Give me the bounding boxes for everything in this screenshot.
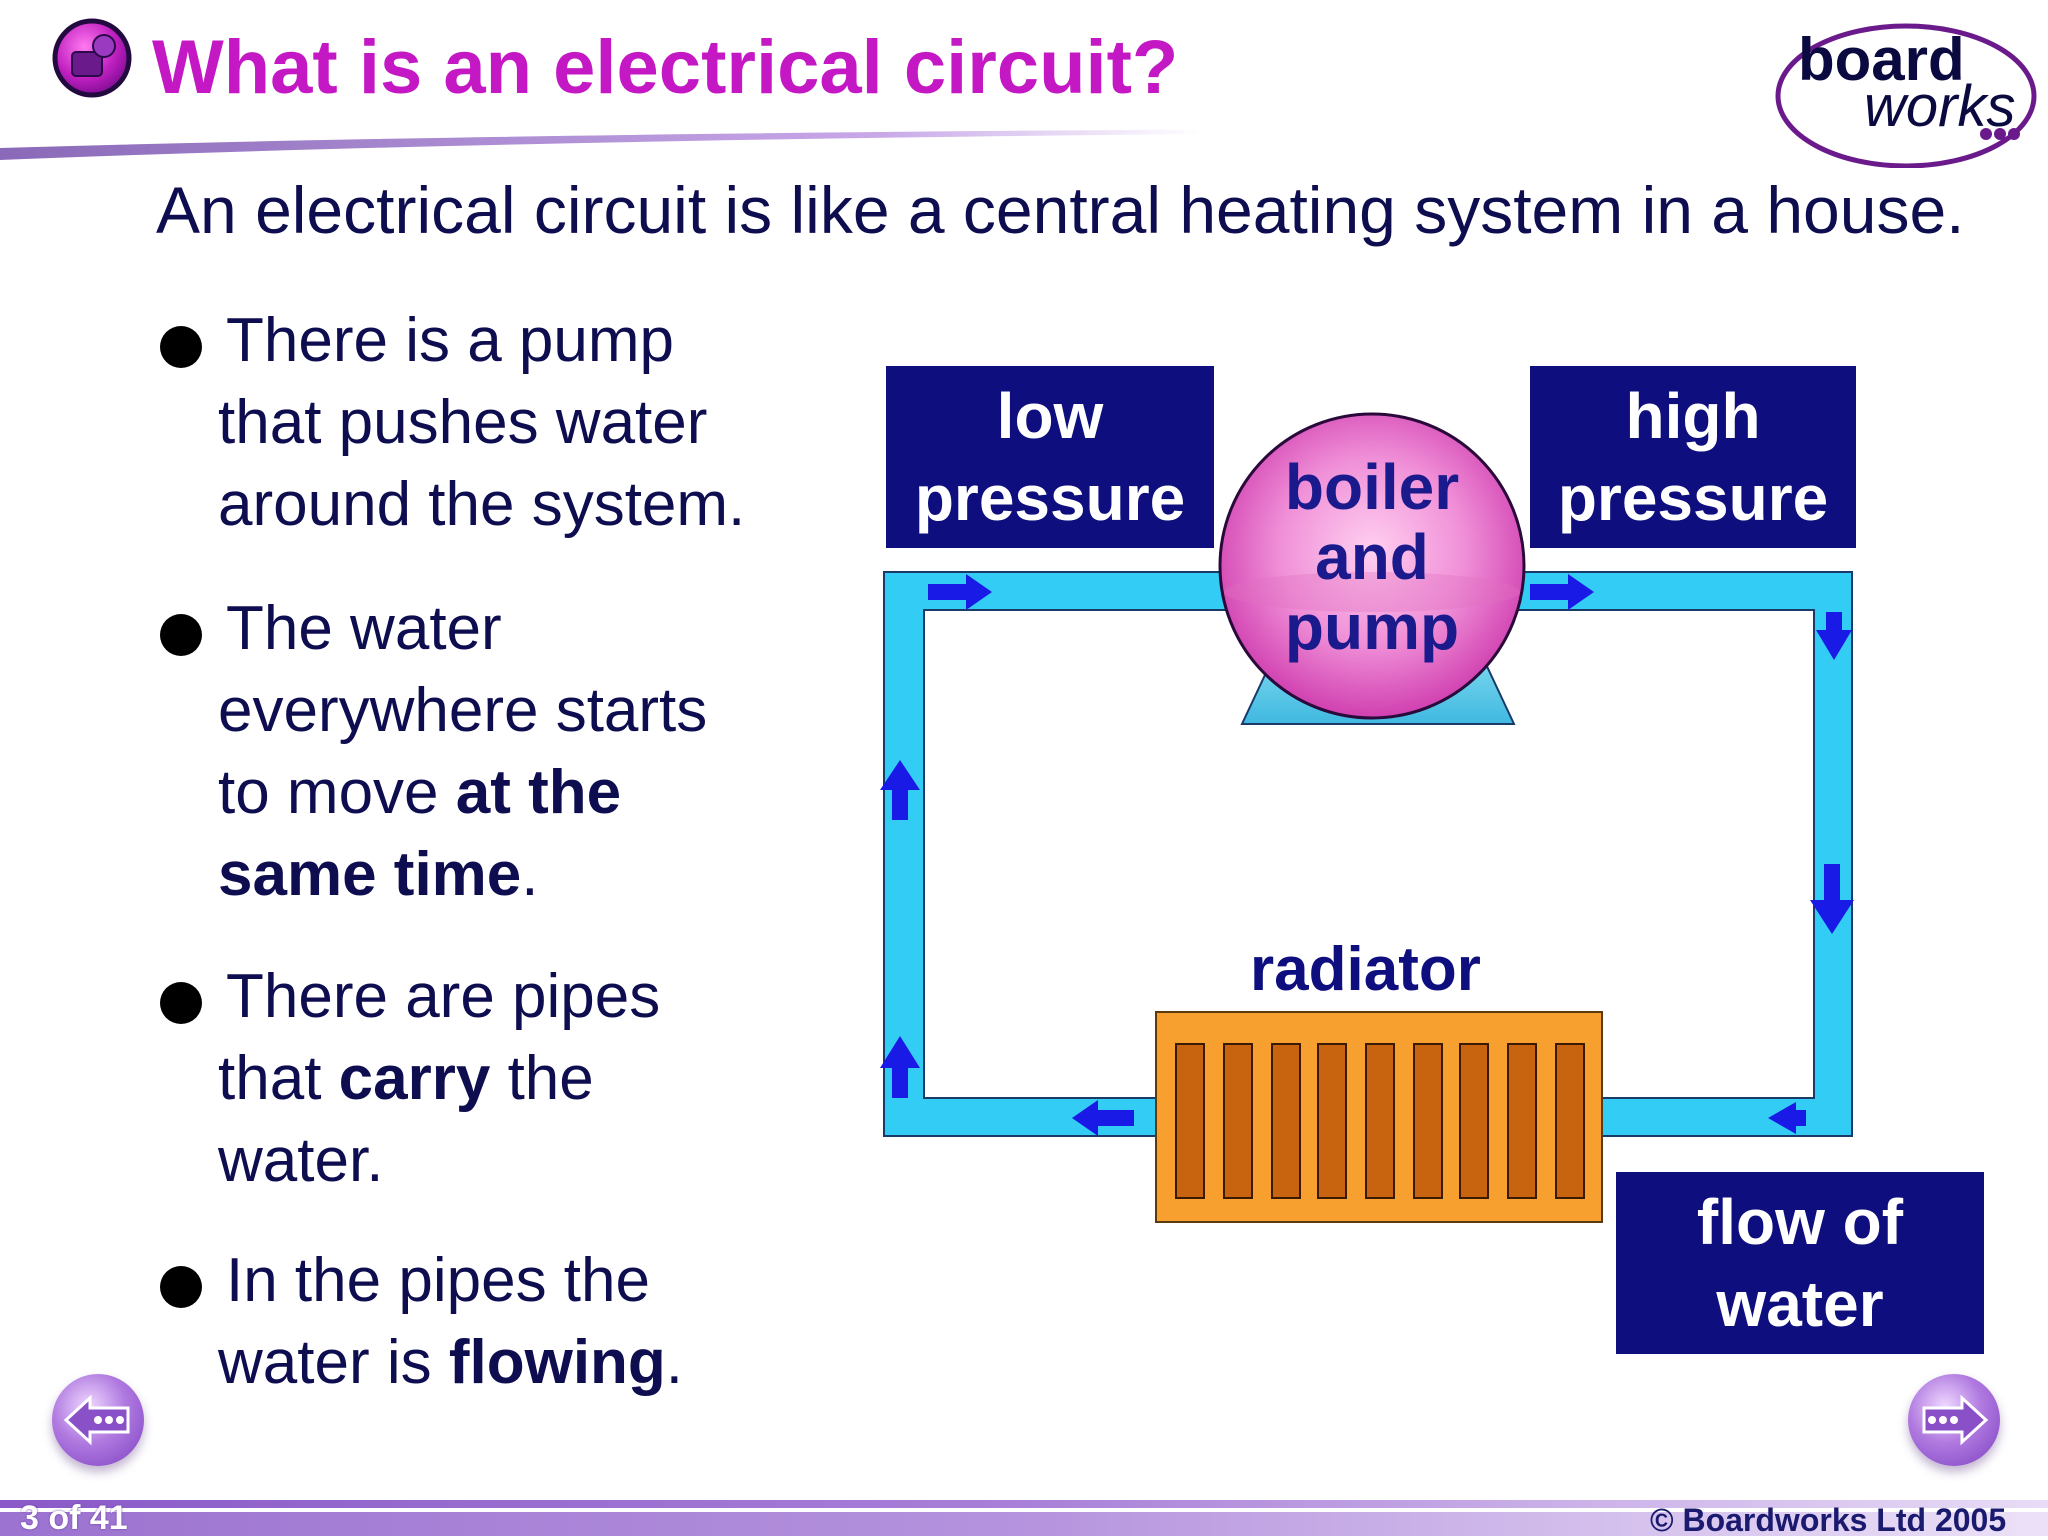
bullet-flowing: In the pipes the water is flowing.	[160, 1240, 840, 1404]
boardworks-logo: board works	[1772, 8, 2040, 169]
slide-counter: 3 of 41	[20, 1499, 128, 1537]
page-title: What is an electrical circuit?	[152, 25, 1179, 110]
bullet-dot	[160, 1266, 202, 1308]
bullet-dot	[160, 614, 202, 656]
intro-sentence: An electrical circuit is like a central …	[156, 173, 1965, 247]
bullet-pump: There is a pump that pushes water around…	[160, 300, 840, 546]
arrow-down-icon	[1810, 864, 1854, 934]
bullet-pipes: There are pipes that carry the water.	[160, 956, 840, 1202]
arrow-right-icon	[928, 574, 992, 610]
next-arrow-icon	[1922, 1394, 1989, 1446]
bullet-dot	[160, 982, 202, 1024]
flow-of-water-label: flow of water	[1616, 1172, 1984, 1354]
header-divider	[0, 128, 1600, 160]
flow-arrows	[880, 574, 1854, 1136]
arrow-up-icon	[880, 760, 920, 820]
high-pressure-label: high pressure	[1530, 366, 1856, 548]
bullet-water-moves: The water everywhere starts to move at t…	[160, 588, 840, 916]
radiator	[1155, 1011, 1603, 1223]
next-slide-button[interactable]	[1908, 1374, 2000, 1466]
previous-arrow-icon	[63, 1394, 130, 1446]
low-pressure-label: low pressure	[886, 366, 1214, 548]
logo-board-text: board	[1798, 26, 1965, 93]
boardworks-badge-icon	[52, 18, 132, 98]
boiler-and-pump-label: boiler and pump	[1284, 451, 1460, 663]
footer-bar	[0, 1500, 2048, 1536]
arrow-up-icon	[880, 1036, 920, 1098]
bullet-dot	[160, 326, 202, 368]
arrow-left-icon	[1072, 1100, 1134, 1136]
arrow-down-icon	[1816, 612, 1852, 660]
previous-slide-button[interactable]	[52, 1374, 144, 1466]
boiler-sphere	[1218, 412, 1526, 720]
radiator-label: radiator	[1250, 935, 1481, 1004]
logo-works-text: works	[1864, 74, 2015, 139]
arrow-left-icon	[1768, 1102, 1806, 1134]
copyright-text: © Boardworks Ltd 2005	[1650, 1502, 2007, 1538]
arrow-right-icon	[1530, 574, 1594, 610]
